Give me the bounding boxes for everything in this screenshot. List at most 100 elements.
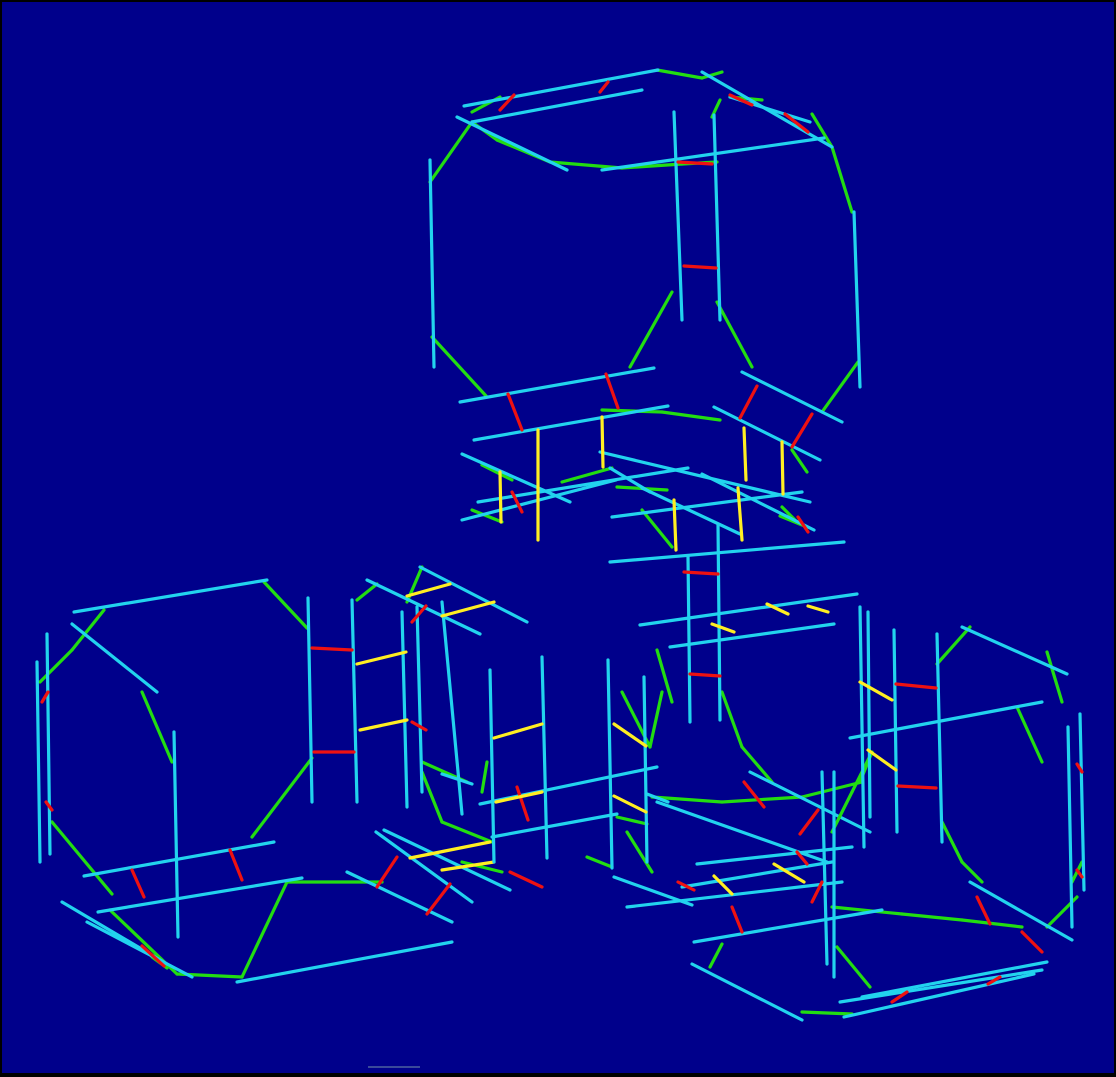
cyan-bond-segment (692, 964, 802, 1020)
red-bond-segment (744, 782, 764, 807)
green-bond-segment (822, 362, 858, 412)
cyan-bond-segment (614, 877, 692, 905)
green-bond-segment (722, 692, 742, 747)
cyan-bond-segment (670, 624, 834, 647)
red-bond-segment (792, 414, 812, 447)
green-bond-segment (422, 772, 442, 822)
cyan-bond-segment (682, 862, 832, 887)
green-bond-segment (662, 412, 720, 420)
yellow-bond-segment (712, 624, 734, 632)
yellow-bond-segment (674, 500, 676, 550)
green-bond-segment (142, 692, 172, 762)
cyan-bond-segment (674, 112, 682, 320)
cyan-bond-segment (688, 557, 690, 722)
yellow-bond-segment (614, 796, 646, 812)
green-bond-segment (357, 584, 377, 600)
red-bond-segment (1022, 932, 1042, 952)
cyan-bond-segment (74, 580, 267, 612)
yellow-bond-segment (860, 682, 892, 700)
green-bond-segment (630, 292, 672, 367)
cyan-bond-segment (37, 662, 40, 862)
cyan-bond-segment (714, 115, 720, 320)
cyan-bond-segment (608, 660, 612, 868)
yellow-bond-segment (782, 442, 783, 494)
cyan-bond-segment (47, 634, 50, 854)
green-bond-segment (1017, 707, 1042, 762)
red-bond-segment (600, 82, 608, 92)
green-bond-segment (902, 914, 962, 920)
cyan-bond-segment (98, 878, 302, 912)
cyan-bond-segment (854, 212, 860, 387)
red-bond-segment (377, 857, 397, 887)
cyan-bond-segment (460, 368, 654, 402)
cyan-bond-segment (237, 942, 452, 982)
green-bond-segment (802, 1012, 852, 1014)
red-bond-segment (977, 897, 990, 924)
cyan-bond-segment (174, 732, 178, 937)
cyan-bond-segment (742, 372, 842, 422)
yellow-bond-segment (868, 750, 896, 770)
red-bond-segment (678, 162, 712, 164)
cyan-bond-segment (612, 492, 802, 517)
cyan-bond-segment (474, 406, 668, 440)
cyan-bond-segment (492, 814, 617, 837)
red-bond-segment (510, 872, 542, 887)
yellow-bond-segment (744, 428, 746, 480)
cyan-bond-segment (868, 612, 870, 817)
green-bond-segment (482, 762, 487, 792)
green-bond-segment (40, 650, 72, 682)
red-bond-segment (508, 394, 522, 430)
green-bond-segment (962, 920, 1022, 927)
cyan-bond-segment (430, 160, 434, 367)
green-bond-segment (642, 510, 672, 547)
cyan-bond-segment (714, 407, 820, 460)
green-bond-segment (942, 822, 962, 862)
cyan-bond-segment (417, 607, 422, 792)
green-bond-segment (52, 822, 112, 894)
red-bond-segment (898, 786, 936, 788)
cyan-bond-segment (860, 607, 864, 847)
green-bond-segment (650, 692, 662, 747)
green-bond-segment (937, 627, 970, 664)
green-bond-segment (432, 337, 487, 397)
green-bond-segment (264, 582, 307, 628)
cyan-bond-segment (442, 602, 462, 814)
green-bond-segment (617, 817, 647, 824)
cyan-bond-segment (457, 117, 567, 170)
green-bond-segment (252, 758, 312, 837)
cyan-bond-segment (472, 90, 642, 122)
yellow-bond-segment (357, 652, 406, 664)
green-bond-segment (657, 70, 702, 78)
red-bond-segment (740, 386, 757, 418)
yellow-bond-segment (494, 724, 542, 738)
yellow-bond-segment (442, 602, 494, 616)
green-bond-segment (837, 947, 870, 987)
red-bond-segment (412, 606, 426, 622)
cyan-bond-segment (850, 702, 1042, 738)
yellow-bond-segment (410, 842, 490, 858)
red-bond-segment (517, 787, 528, 820)
yellow-bond-segment (602, 417, 603, 467)
scroll-indicator[interactable] (368, 1066, 420, 1068)
cyan-bond-segment (1068, 727, 1072, 927)
cyan-bond-segment (962, 627, 1067, 674)
red-bond-segment (690, 674, 720, 676)
green-bond-segment (710, 944, 722, 967)
cyan-bond-segment (352, 600, 357, 802)
yellow-bond-segment (808, 606, 828, 612)
cyan-bond-segment (308, 598, 312, 802)
red-bond-segment (312, 648, 352, 650)
cyan-bond-segment (937, 634, 942, 842)
cyan-bond-segment (87, 922, 192, 977)
cyan-bond-segment (402, 612, 407, 807)
red-bond-segment (606, 374, 618, 408)
cyan-bond-segment (694, 910, 882, 942)
green-bond-segment (962, 862, 982, 882)
green-bond-segment (657, 650, 672, 702)
green-bond-segment (242, 882, 287, 977)
red-bond-segment (1077, 870, 1082, 877)
red-bond-segment (132, 870, 144, 897)
cyan-bond-segment (464, 70, 658, 106)
